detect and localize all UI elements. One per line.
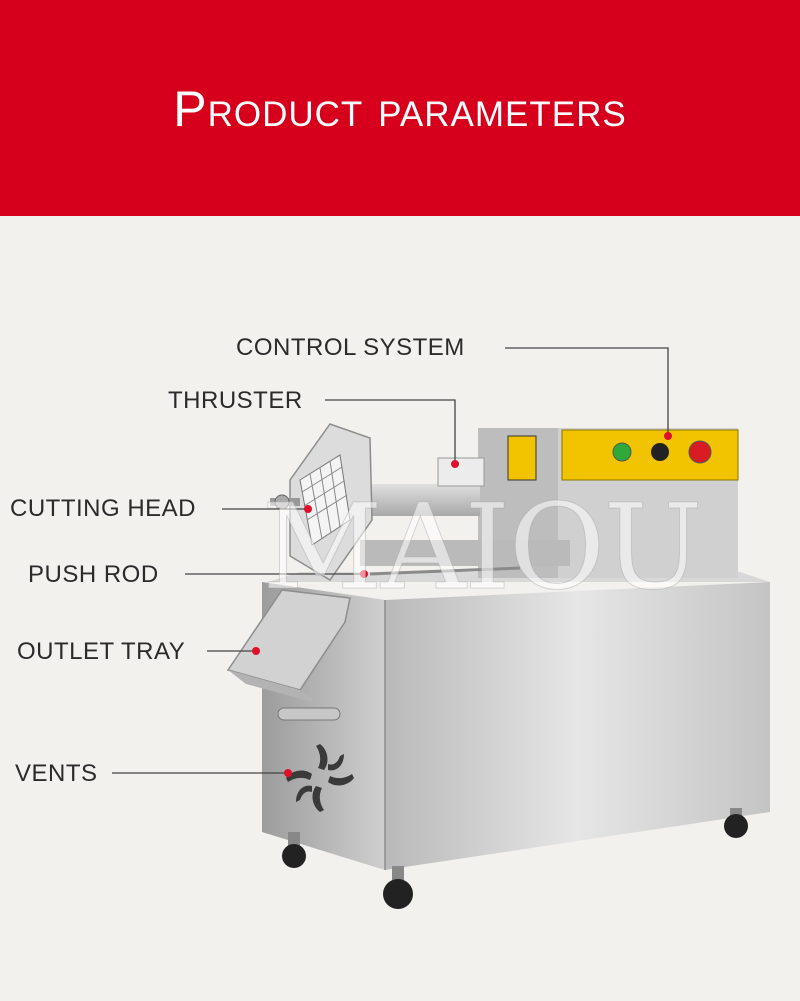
marker-push-rod <box>360 570 368 578</box>
marker-outlet-tray <box>252 647 260 655</box>
caster-front <box>383 866 413 909</box>
label-cutting-head: CUTTING HEAD <box>10 495 196 522</box>
push-rod-rail <box>360 540 570 566</box>
control-panel <box>561 429 739 481</box>
watermark: MAIOU <box>262 478 704 617</box>
red-button <box>688 440 712 464</box>
side-handle <box>277 707 341 721</box>
leader-control-system <box>505 347 669 436</box>
caster-right <box>724 808 748 838</box>
thruster-arm <box>360 484 480 516</box>
marker-thruster <box>451 460 459 468</box>
label-push-rod: PUSH ROD <box>28 561 159 588</box>
header-banner: Product parameters <box>0 0 800 216</box>
vent-fan <box>286 744 354 812</box>
label-outlet-tray: OUTLET TRAY <box>17 638 186 665</box>
green-button <box>612 442 632 462</box>
label-thruster: THRUSTER <box>168 387 303 414</box>
label-control-system: CONTROL SYSTEM <box>236 334 465 361</box>
banner-title: Product parameters <box>173 81 627 137</box>
label-vents: VENTS <box>15 760 98 787</box>
leader-thruster <box>325 399 456 464</box>
cabinet-front <box>385 582 770 870</box>
caster-left <box>282 832 306 868</box>
marker-control-system <box>664 432 672 440</box>
selector-knob <box>651 443 669 461</box>
marker-cutting-head <box>304 505 312 513</box>
warning-sticker <box>507 435 537 481</box>
marker-vents <box>284 769 292 777</box>
